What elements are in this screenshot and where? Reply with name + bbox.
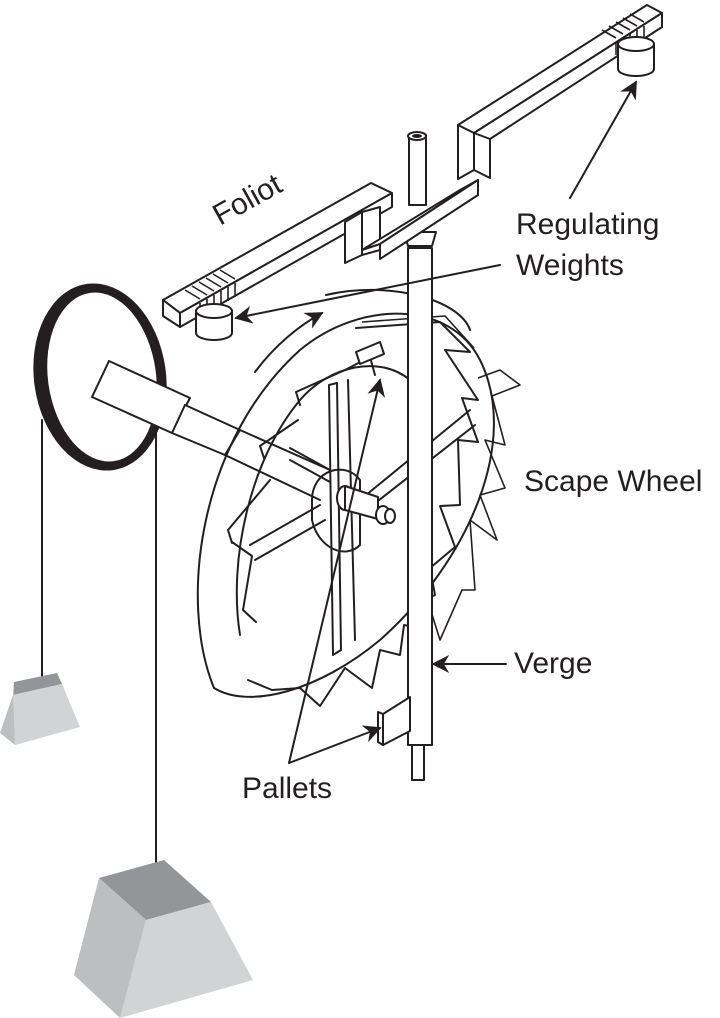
drive-weights xyxy=(0,419,253,1018)
callouts xyxy=(234,80,637,764)
pallets xyxy=(355,341,411,746)
drum xyxy=(33,283,167,471)
foliot-scale-left xyxy=(184,269,236,317)
label-verge: Verge xyxy=(514,647,592,680)
foliot xyxy=(162,4,663,328)
label-foliot: Foliot xyxy=(207,167,288,232)
label-scape-wheel: Scape Wheel xyxy=(524,465,702,498)
leader-regulating-weight-right xyxy=(569,80,637,199)
regulating-weight-right xyxy=(617,36,655,77)
upper-pallet xyxy=(355,341,385,365)
label-regulating-weights-line1: Regulating xyxy=(516,208,659,241)
regulating-weight-left xyxy=(195,303,233,341)
rotation-arrow xyxy=(254,312,324,373)
axle xyxy=(91,360,331,501)
leader-pallet-upper xyxy=(288,378,386,764)
regulating-weights xyxy=(195,36,655,341)
leader-regulating-weight-left xyxy=(234,264,501,324)
weight-large xyxy=(74,860,253,1018)
verge xyxy=(403,131,437,781)
label-pallets: Pallets xyxy=(242,772,332,805)
weight-small xyxy=(0,673,80,745)
leader-pallet-lower xyxy=(288,725,382,764)
label-regulating-weights-line2: Weights xyxy=(516,249,624,282)
